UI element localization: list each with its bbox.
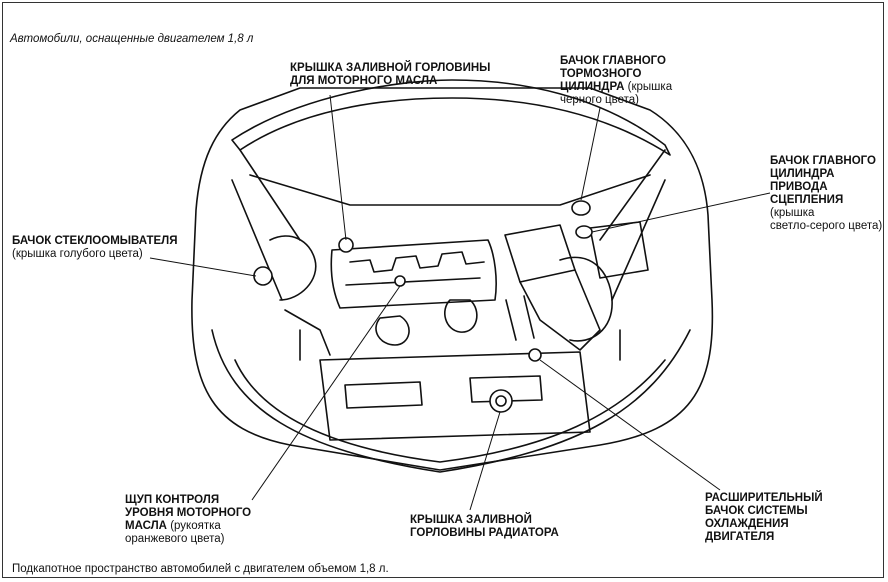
air-box [504, 224, 576, 283]
oil-dipstick-handle [394, 275, 406, 287]
car-body-outline [191, 87, 714, 471]
leader-radiator [469, 411, 501, 511]
label-dipstick: ЩУП КОНТРОЛЯ УРОВНЯ МОТОРНОГО МАСЛА (рук… [125, 494, 251, 546]
engine-cover [330, 239, 497, 309]
leader-oil-cap [329, 94, 347, 241]
coolant-tank-cap [528, 348, 542, 362]
label-radiator-cap: КРЫШКА ЗАЛИВНОЙ ГОРЛОВИНЫ РАДИАТОРА [410, 514, 559, 539]
leader-brake [580, 107, 601, 201]
label-dipstick-note: (рукоятка оранжевого цвета) [125, 520, 225, 545]
label-washer-note: (крышка голубого цвета) [12, 248, 143, 260]
diagram-subtitle: Автомобили, оснащенные двигателем 1,8 л [10, 33, 254, 45]
raised-hood [231, 79, 671, 156]
label-brake-title: БАЧОК ГЛАВНОГО ТОРМОЗНОГО ЦИЛИНДРА [560, 55, 666, 93]
label-washer-reservoir: БАЧОК СТЕКЛООМЫВАТЕЛЯ(крышка голубого цв… [12, 235, 178, 261]
diagram-caption: Подкапотное пространство автомобилей с д… [12, 563, 389, 575]
leader-coolant [539, 359, 721, 491]
clutch-reservoir-cap [575, 225, 593, 239]
label-clutch-title: БАЧОК ГЛАВНОГО ЦИЛИНДРА ПРИВОДА СЦЕПЛЕНИ… [770, 155, 876, 206]
oil-filler-cap [338, 237, 354, 253]
hood-strut [231, 179, 666, 301]
label-clutch-reservoir: БАЧОК ГЛАВНОГО ЦИЛИНДРА ПРИВОДА СЦЕПЛЕНИ… [770, 155, 888, 233]
label-dipstick-title: ЩУП КОНТРОЛЯ УРОВНЯ МОТОРНОГО МАСЛА [125, 494, 252, 532]
label-clutch-note: (крышка светло-серого цвета) [770, 207, 883, 232]
brake-reservoir-cap [571, 200, 591, 216]
label-brake-note: (крышка черного цвета) [560, 81, 673, 106]
label-coolant-tank: РАСШИРИТЕЛЬНЫЙ БАЧОК СИСТЕМЫ ОХЛАЖДЕНИЯ … [705, 492, 823, 543]
label-oil-cap: КРЫШКА ЗАЛИВНОЙ ГОРЛОВИНЫ ДЛЯ МОТОРНОГО … [290, 62, 491, 87]
washer-reservoir-cap [253, 266, 273, 286]
radiator-support-panel [319, 351, 591, 441]
leader-washer [149, 257, 257, 277]
front-bumper [211, 329, 691, 473]
label-brake-reservoir: БАЧОК ГЛАВНОГО ТОРМОЗНОГО ЦИЛИНДРА (крыш… [560, 55, 672, 107]
label-washer-title: БАЧОК СТЕКЛООМЫВАТЕЛЯ [12, 235, 178, 247]
leader-clutch [591, 192, 771, 233]
battery [589, 221, 649, 279]
leader-dipstick [251, 285, 401, 501]
